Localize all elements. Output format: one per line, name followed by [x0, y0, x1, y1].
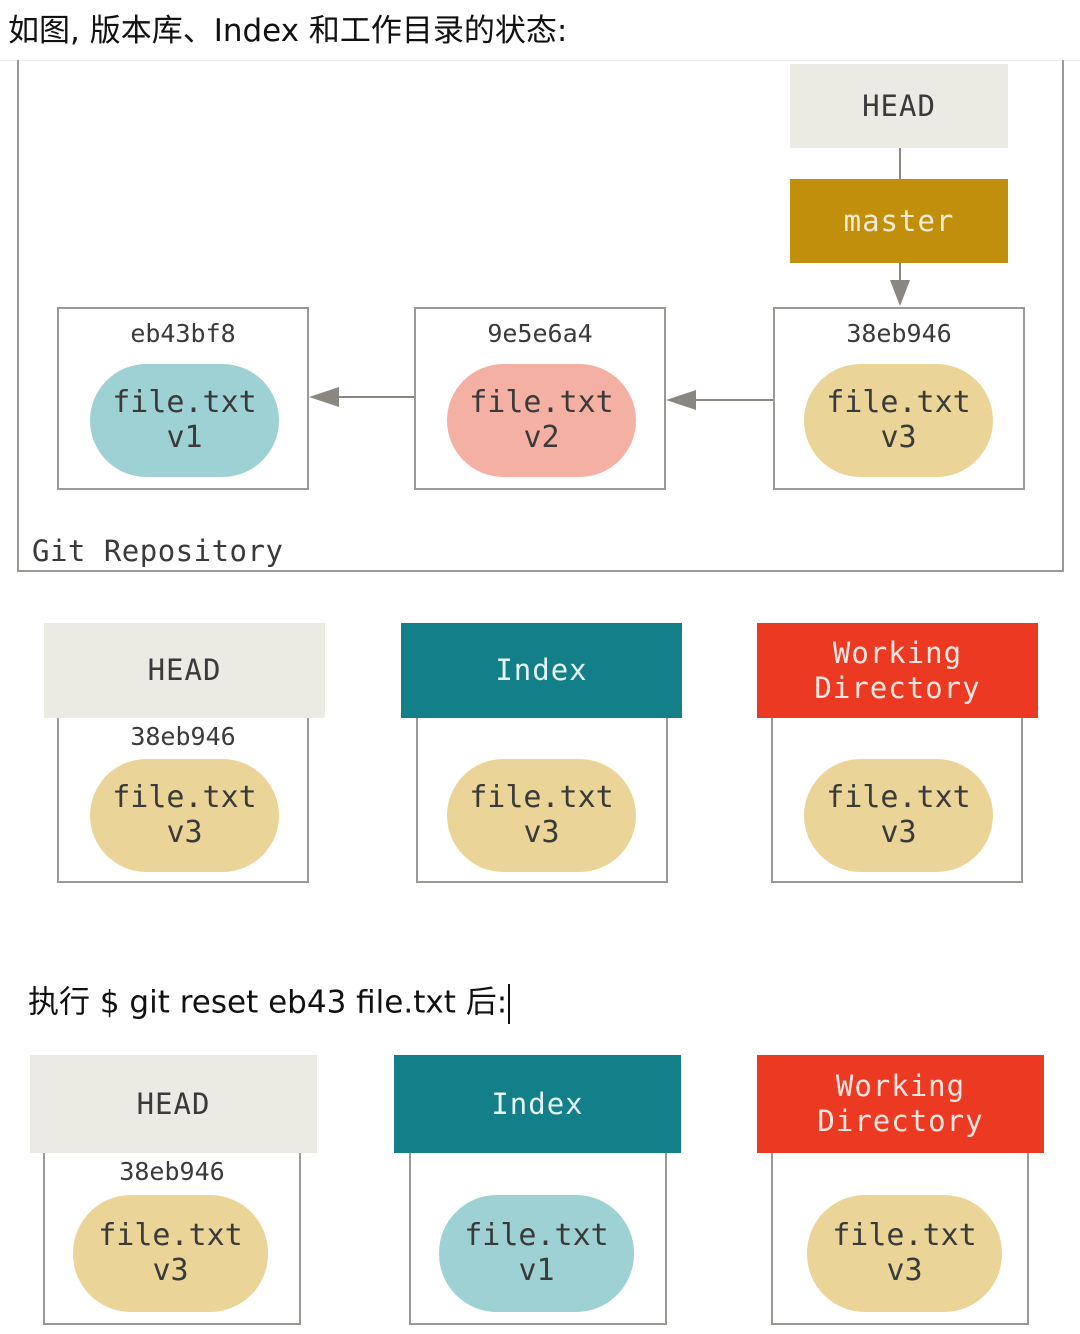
blob-version: v3	[166, 814, 203, 850]
blob-filename: file.txt	[469, 780, 614, 815]
after-index-tree: file.txt v1	[409, 1151, 667, 1325]
git-repository-label: Git Repository	[32, 534, 284, 568]
blob-file-v1: file.txt v1	[90, 364, 279, 477]
parent-arrow-2-icon	[666, 390, 696, 410]
commit-hash: 9e5e6a4	[487, 319, 593, 348]
after-index-blob: file.txt v1	[439, 1195, 634, 1312]
after-working-blob: file.txt v3	[807, 1195, 1002, 1312]
blob-version: v3	[886, 1252, 923, 1288]
blob-filename: file.txt	[826, 780, 971, 815]
blob-version: v1	[166, 419, 203, 455]
before-head-hash: 38eb946	[130, 722, 236, 751]
blob-filename: file.txt	[112, 780, 257, 815]
after-head-tree: 38eb946 file.txt v3	[43, 1151, 301, 1325]
text-caret	[508, 984, 511, 1024]
commit-38eb946: 38eb946 file.txt v3	[773, 307, 1025, 490]
before-index-label: Index	[401, 623, 682, 718]
git-repository-frame	[17, 60, 1064, 572]
blob-version: v1	[518, 1252, 555, 1288]
commit-hash: 38eb946	[846, 319, 952, 348]
after-index-label: Index	[394, 1055, 681, 1153]
blob-filename: file.txt	[832, 1218, 977, 1253]
command-text: 执行 $ git reset eb43 file.txt 后:	[28, 984, 511, 1024]
master-branch-ref: master	[790, 179, 1008, 263]
before-index-tree: file.txt v3	[416, 716, 668, 883]
blob-version: v3	[523, 814, 560, 850]
after-working-tree: file.txt v3	[771, 1151, 1029, 1325]
after-working-label: Working Directory	[757, 1055, 1044, 1153]
blob-file-v3: file.txt v3	[804, 364, 993, 477]
blob-filename: file.txt	[112, 385, 257, 420]
repo-head-ref: HEAD	[790, 64, 1008, 148]
after-head-hash: 38eb946	[119, 1157, 225, 1186]
blob-file-v2: file.txt v2	[447, 364, 636, 477]
blob-version: v2	[523, 419, 560, 455]
blob-filename: file.txt	[98, 1218, 243, 1253]
top-rule	[0, 60, 1080, 61]
parent-arrow-1-icon	[309, 387, 339, 407]
repository-arrows	[309, 148, 910, 410]
master-arrow-head-icon	[890, 280, 910, 306]
commit-eb43bf8: eb43bf8 file.txt v1	[57, 307, 309, 490]
commit-hash: eb43bf8	[130, 319, 236, 348]
before-working-tree: file.txt v3	[771, 716, 1023, 883]
blob-filename: file.txt	[469, 385, 614, 420]
blob-filename: file.txt	[464, 1218, 609, 1253]
after-head-blob: file.txt v3	[73, 1195, 268, 1312]
blob-version: v3	[880, 814, 917, 850]
after-head-label: HEAD	[30, 1055, 317, 1153]
blob-filename: file.txt	[826, 385, 971, 420]
before-working-label: Working Directory	[757, 623, 1038, 718]
before-head-label: HEAD	[44, 623, 325, 718]
commit-9e5e6a4: 9e5e6a4 file.txt v2	[414, 307, 666, 490]
blob-version: v3	[152, 1252, 189, 1288]
blob-version: v3	[880, 419, 917, 455]
intro-text: 如图, 版本库、Index 和工作目录的状态:	[8, 13, 568, 49]
before-working-blob: file.txt v3	[804, 759, 993, 872]
before-head-blob: file.txt v3	[90, 759, 279, 872]
before-index-blob: file.txt v3	[447, 759, 636, 872]
before-head-tree: 38eb946 file.txt v3	[57, 716, 309, 883]
